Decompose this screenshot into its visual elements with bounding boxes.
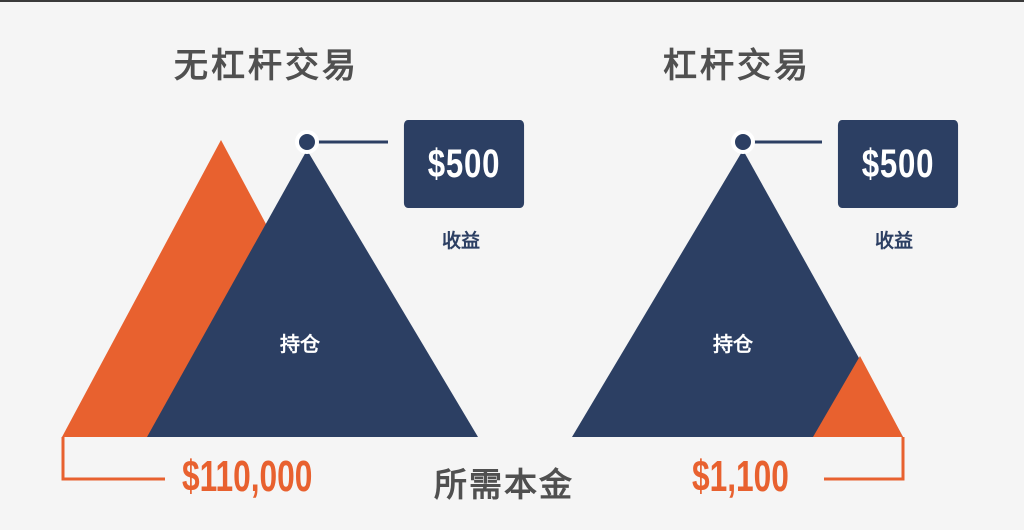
apex-marker-right xyxy=(731,130,755,154)
profit-label-right: 收益 xyxy=(875,230,914,252)
profit-value-left: $500 xyxy=(427,141,501,186)
capital-triangle-right xyxy=(813,356,903,437)
title-no-leverage: 无杠杆交易 xyxy=(174,46,359,86)
capital-amount-right: $1,100 xyxy=(692,452,789,501)
profit-label-left: 收益 xyxy=(442,230,481,252)
position-label-right: 持仓 xyxy=(713,332,753,356)
title-leverage: 杠杆交易 xyxy=(663,46,811,86)
position-label-left: 持仓 xyxy=(280,332,320,356)
profit-box-left: $500 xyxy=(403,120,525,208)
profit-box-right: $500 xyxy=(837,120,959,208)
profit-value-right: $500 xyxy=(861,141,935,186)
top-border xyxy=(0,0,1024,2)
position-triangle-right xyxy=(572,150,903,437)
capital-bracket-left xyxy=(61,437,165,481)
capital-amount-left: $110,000 xyxy=(182,452,313,501)
position-triangle-left xyxy=(147,150,478,437)
apex-marker-left xyxy=(295,130,319,154)
capital-bracket-right xyxy=(824,437,905,481)
capital-required-label: 所需本金 xyxy=(434,465,574,504)
